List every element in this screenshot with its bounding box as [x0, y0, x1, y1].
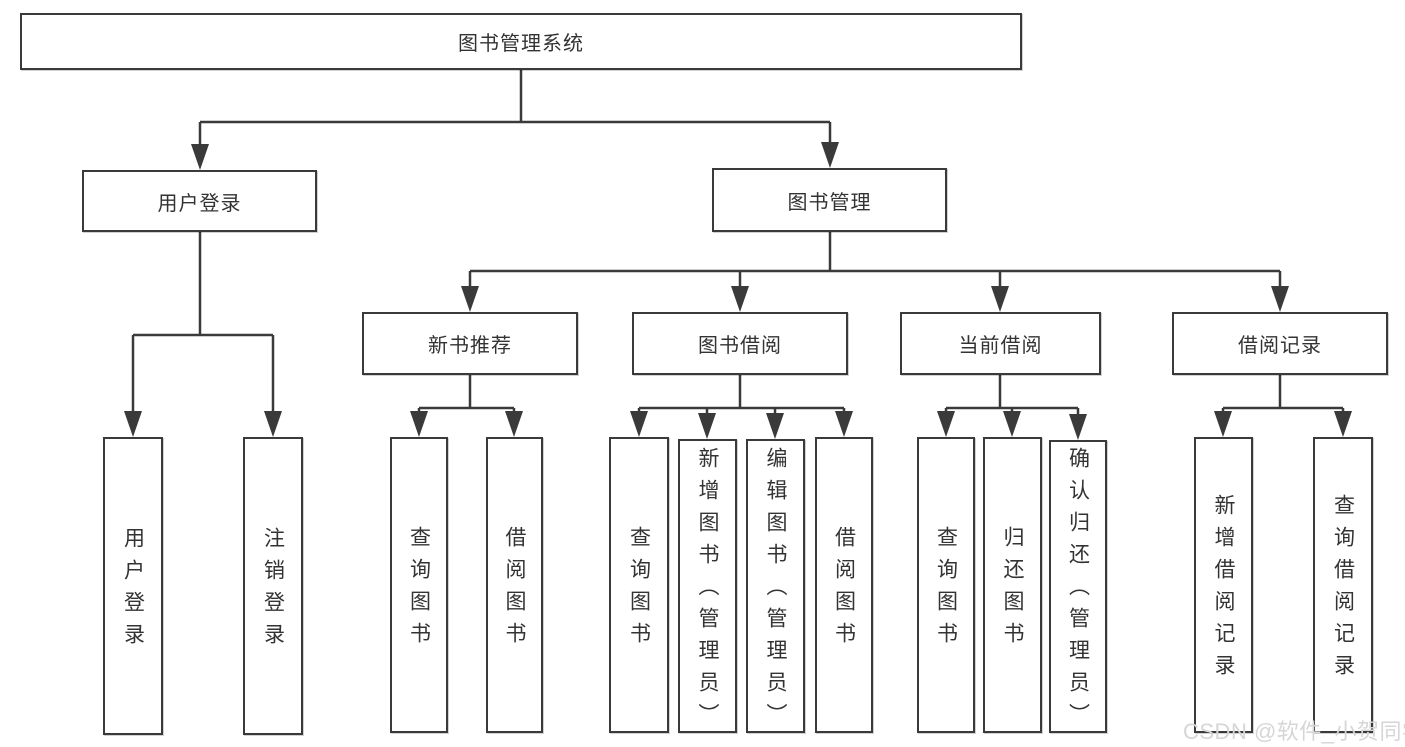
- node-label: 查询图书: [934, 525, 958, 654]
- node-current-borrowing: 当前借阅: [900, 312, 1101, 375]
- node-label: 图书借阅: [698, 335, 782, 357]
- node-library-management-system: 图书管理系统: [20, 13, 1022, 70]
- node-label: 用户登录: [121, 526, 145, 655]
- leaf-query-books-1: 查询图书: [390, 437, 448, 733]
- node-book-borrowing: 图书借阅: [632, 312, 848, 375]
- csdn-watermark: CSDN @软件_小贺同学: [1183, 719, 1405, 744]
- node-new-book-recommend: 新书推荐: [362, 312, 578, 375]
- leaf-return-books: 归还图书: [983, 437, 1042, 733]
- node-label: 新书推荐: [428, 335, 512, 357]
- leaf-add-borrow-record: 新增借阅记录: [1194, 437, 1253, 733]
- leaf-query-books-3: 查询图书: [917, 437, 975, 733]
- node-book-management: 图书管理: [712, 168, 947, 232]
- leaf-query-books-2: 查询图书: [609, 437, 669, 733]
- node-label: 新增图书（管理员）: [696, 446, 719, 735]
- node-user-login: 用户登录: [82, 170, 317, 232]
- node-label: 确认归还（管理员）: [1066, 447, 1090, 735]
- node-label: 查询借阅记录: [1331, 493, 1355, 686]
- node-label: 借阅图书: [503, 525, 526, 654]
- leaf-logout: 注销登录: [243, 437, 303, 735]
- node-label: 用户登录: [157, 192, 242, 215]
- leaf-borrow-books-1: 借阅图书: [486, 437, 543, 733]
- node-label: 查询图书: [407, 525, 431, 654]
- node-label: 编辑图书（管理员）: [764, 446, 787, 735]
- leaf-user-login: 用户登录: [103, 437, 163, 735]
- leaf-confirm-return-admin: 确认归还（管理员）: [1049, 440, 1107, 735]
- node-label: 当前借阅: [958, 335, 1043, 357]
- node-label: 查询图书: [627, 525, 651, 654]
- node-label: 归还图书: [1001, 525, 1024, 654]
- node-label: 图书管理: [787, 191, 872, 214]
- node-label: 新增借阅记录: [1212, 493, 1235, 686]
- node-label: 注销登录: [261, 526, 285, 655]
- leaf-add-books-admin: 新增图书（管理员）: [678, 439, 737, 735]
- node-label: 借阅图书: [832, 525, 856, 654]
- leaf-query-borrow-record: 查询借阅记录: [1313, 437, 1373, 733]
- leaf-borrow-books-2: 借阅图书: [815, 437, 873, 733]
- node-label: 借阅记录: [1238, 335, 1322, 357]
- node-label: 图书管理系统: [458, 33, 584, 55]
- node-borrowing-records: 借阅记录: [1172, 312, 1388, 375]
- leaf-edit-books-admin: 编辑图书（管理员）: [746, 439, 805, 735]
